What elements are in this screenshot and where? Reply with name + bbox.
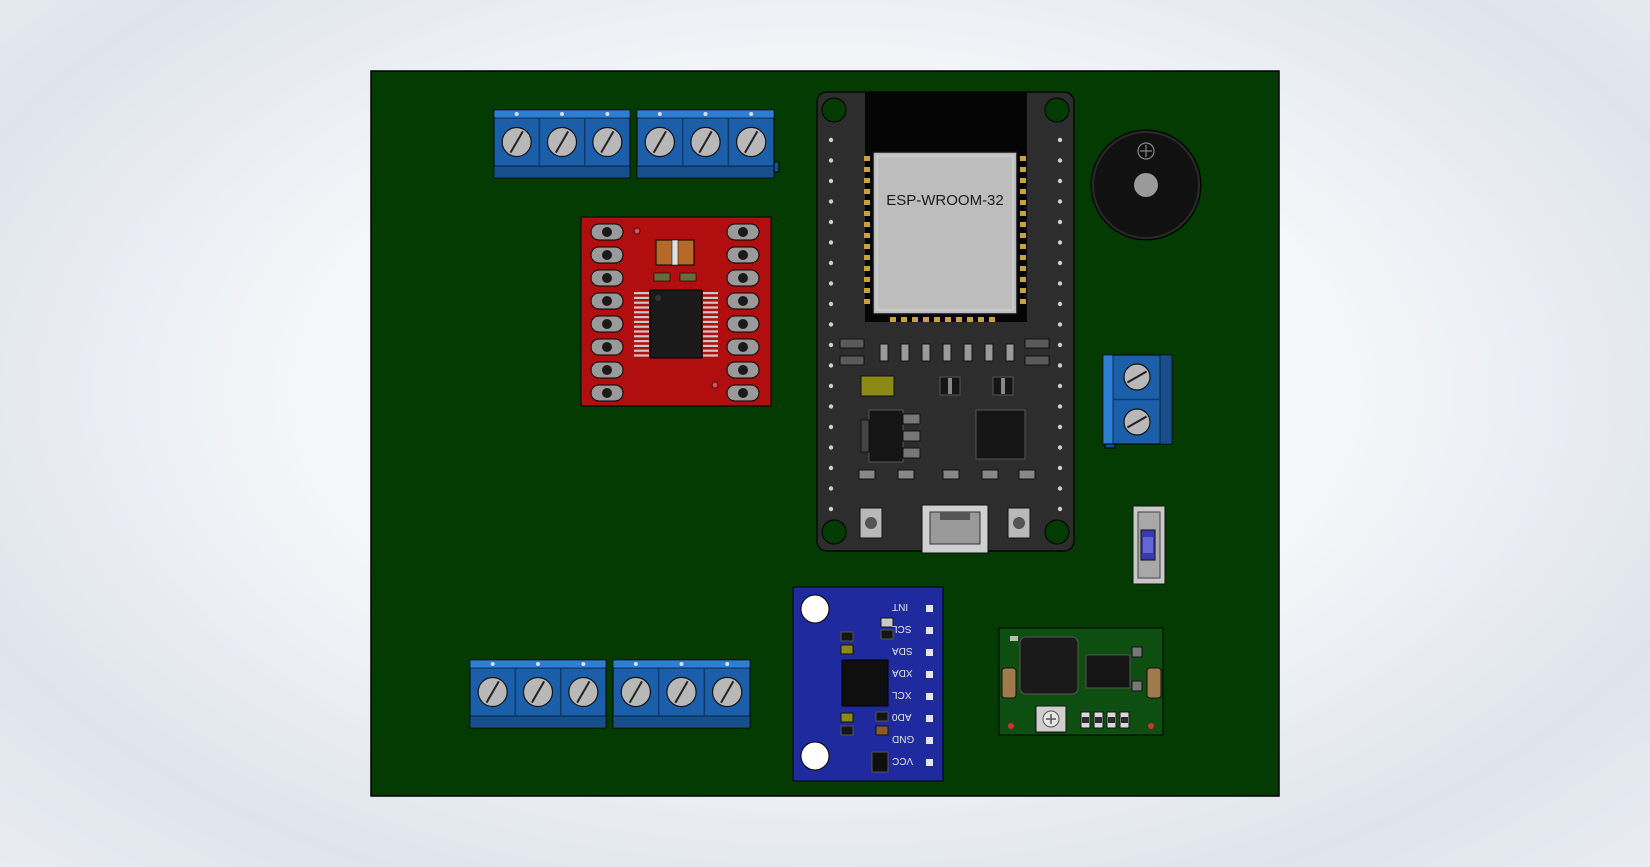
- terminal-block-top-left: [493, 109, 631, 179]
- terminal-block-power-input: [1102, 354, 1173, 449]
- micro-usb-icon: [921, 504, 989, 554]
- terminal-block-bottom-right: [612, 659, 751, 729]
- esp-wroom-module-shield: [872, 151, 1018, 315]
- buck-converter-module: [998, 627, 1164, 736]
- slide-switch-icon: [1132, 505, 1166, 585]
- esp-module-label: ESP-WROOM-32: [886, 192, 1004, 209]
- motor-driver-module: [580, 216, 772, 407]
- esp32-devkit-board: ESP-WROOM-32: [816, 91, 1075, 554]
- driver-ic: [649, 289, 703, 359]
- voltage-regulator: [868, 409, 904, 463]
- imu-pin-label: XDA: [892, 667, 913, 678]
- imu-pin-label: SCL: [892, 623, 912, 634]
- imu-pin-label: VCC: [892, 755, 913, 766]
- imu-pin-label: AD0: [892, 711, 912, 722]
- imu-pin-label: XCL: [892, 689, 912, 700]
- buzzer-icon: [1090, 129, 1202, 241]
- terminal-block-bottom-left: [469, 659, 607, 729]
- usb-uart-chip: [975, 409, 1026, 460]
- imu-pin-label: SDA: [892, 645, 913, 656]
- inductor: [1019, 636, 1079, 695]
- buck-ic: [1085, 654, 1131, 689]
- terminal-block-top-right: [636, 109, 780, 179]
- imu-pin-label: GND: [892, 733, 914, 744]
- imu-pin-label: INT: [892, 601, 908, 612]
- imu-chip: [841, 659, 889, 707]
